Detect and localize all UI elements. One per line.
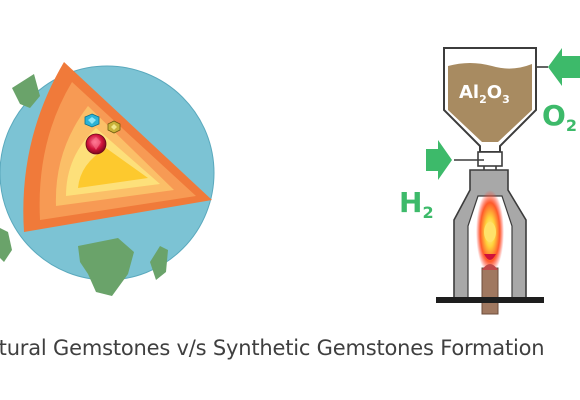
- furnace-base: [436, 297, 544, 303]
- flame-core: [484, 222, 496, 242]
- o2-arrow-icon: [548, 48, 580, 86]
- hopper-label-sub1: 2: [479, 93, 487, 106]
- continent-bottom: [78, 238, 134, 296]
- continent-right: [150, 246, 168, 280]
- ruby-boule: [481, 267, 499, 315]
- hopper-label-mid: O: [487, 82, 502, 103]
- earth-cutaway: [0, 62, 215, 296]
- feed-tube-outer: [477, 151, 503, 167]
- yellow-gem-icon: [107, 120, 121, 134]
- h2-label-main: H: [399, 186, 422, 219]
- red-gem-icon: [85, 133, 107, 155]
- verneuil-furnace: Al2O3 O2 H2: [399, 47, 580, 315]
- ruby-boule-top: [482, 264, 498, 270]
- hopper-label-sub2: 3: [502, 93, 510, 106]
- hopper-label-main: Al: [459, 82, 479, 103]
- ruby-drop: [484, 254, 496, 260]
- o2-label-sub: 2: [566, 116, 577, 135]
- alumina-powder: [448, 63, 532, 142]
- h2-arrow-icon: [426, 140, 452, 180]
- continent-left: [12, 74, 40, 108]
- o2-label-main: O: [542, 99, 566, 132]
- continent-small: [0, 228, 12, 262]
- caption: atural Gemstones v/s Synthetic Gemstones…: [0, 336, 545, 360]
- core-inner-layer: [78, 148, 148, 188]
- blue-gem-icon: [84, 113, 100, 128]
- svg-text:O2: O2: [542, 99, 577, 135]
- svg-text:Al2O3: Al2O3: [459, 82, 510, 106]
- h2-label-sub: 2: [422, 203, 433, 222]
- svg-text:H2: H2: [399, 186, 434, 222]
